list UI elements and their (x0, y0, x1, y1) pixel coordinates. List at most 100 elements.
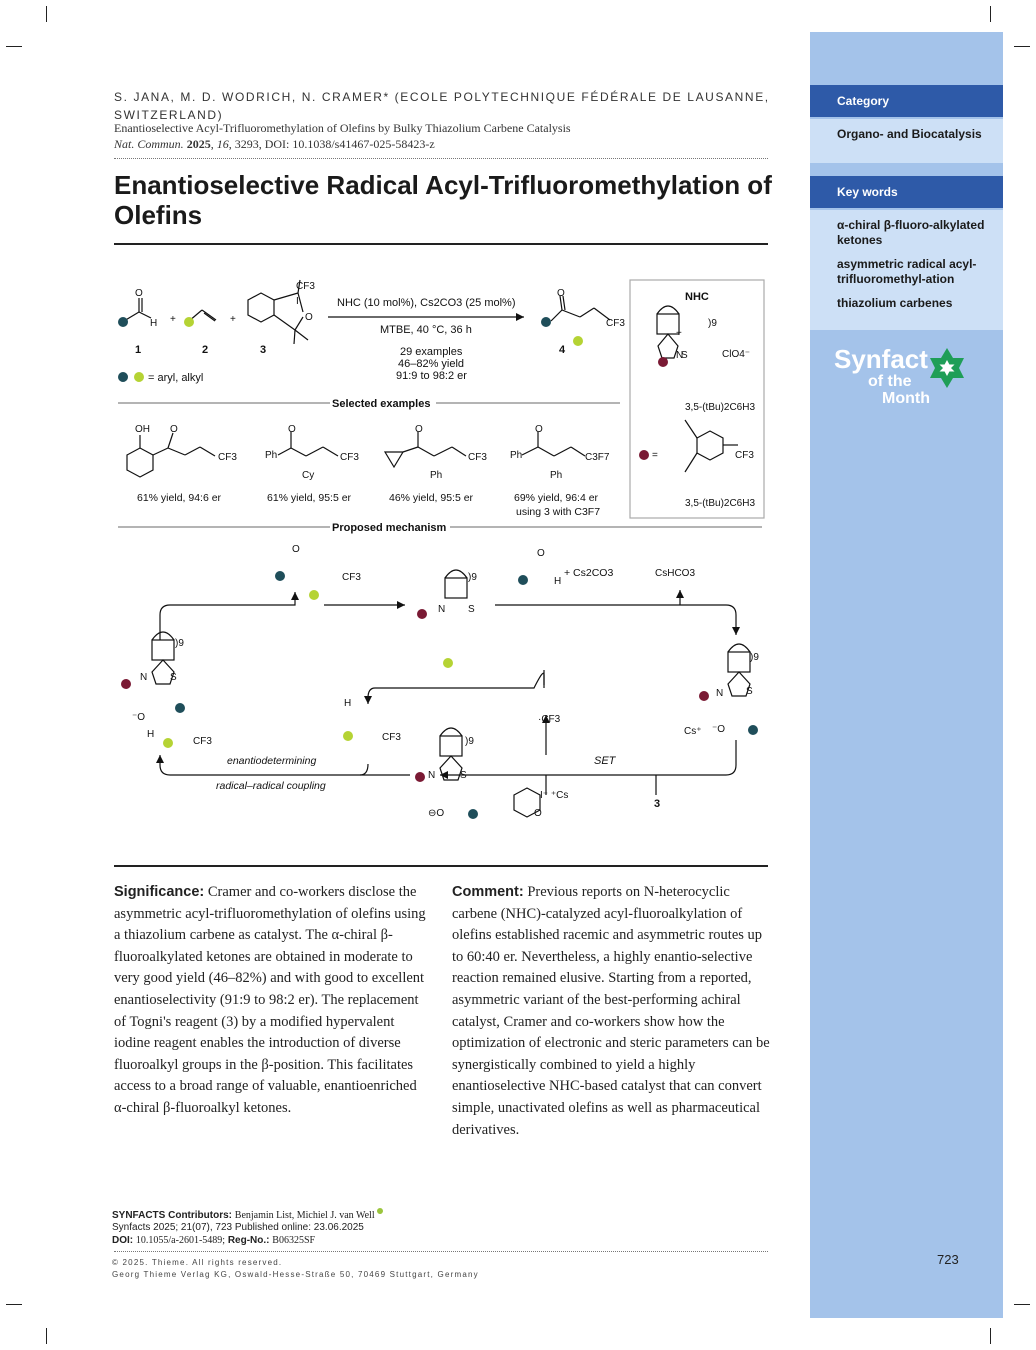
svg-text:CF3: CF3 (296, 281, 315, 292)
svg-text:S: S (170, 672, 177, 683)
svg-text:CF3: CF3 (193, 736, 212, 747)
svg-text:OH: OH (135, 424, 150, 435)
section-label: Selected examples (332, 398, 430, 410)
svg-text:O: O (557, 288, 565, 299)
section-label: Proposed mechanism (332, 522, 447, 534)
compound-label: 1 (135, 344, 141, 356)
doi-value[interactable]: 10.1055/a-2601-5489; (135, 1235, 226, 1246)
significance-paragraph: Significance: Cramer and co-workers disc… (114, 882, 432, 1120)
svg-text:Cy: Cy (302, 470, 314, 481)
svg-text:O: O (534, 808, 542, 819)
svg-text:Cs⁺: Cs⁺ (684, 726, 702, 737)
doi-label: DOI: (112, 1235, 134, 1246)
star-icon (930, 348, 964, 388)
svg-text:N: N (716, 688, 723, 699)
comment-text: Previous reports on N-heterocyclic carbe… (452, 884, 770, 1138)
svg-text:S: S (746, 686, 753, 697)
example-result: 69% yield, 96:4 er (514, 492, 599, 504)
reg-label: Reg-No.: (227, 1235, 270, 1246)
svg-text:CF3: CF3 (340, 452, 359, 463)
compound-label: 3 (260, 344, 266, 356)
svg-text:=: = (652, 450, 658, 461)
keyword: thiazolium carbenes (837, 296, 953, 310)
category-box: Organo- and Biocatalysis (810, 119, 1003, 163)
publisher-address: Georg Thieme Verlag KG, Oswald-Hesse-Str… (112, 1270, 479, 1279)
sidebar: Category Organo- and Biocatalysis Key wo… (810, 32, 1003, 1318)
solvent: MTBE, 40 °C, 36 h (380, 324, 472, 336)
divider (114, 865, 768, 867)
keyword: α-chiral β-fluoro-alkylated ketones (837, 218, 985, 247)
svg-text:O: O (537, 548, 545, 559)
compound-label: 3 (654, 798, 660, 810)
keyword: asymmetric radical acyl-trifluoromethyl-… (837, 257, 977, 286)
svg-text:)9: )9 (468, 572, 477, 583)
orcid-icon[interactable] (377, 1208, 384, 1214)
svg-text:N: N (140, 672, 147, 683)
svg-text:Ph: Ph (510, 450, 522, 461)
svg-text:O: O (535, 424, 543, 435)
teal-dot-group (118, 317, 758, 819)
volume: 16 (216, 137, 229, 151)
legend-text: = aryl, alkyl (148, 372, 203, 384)
keywords-box: α-chiral β-fluoro-alkylated ketones asym… (810, 210, 1003, 330)
svg-text:CsHCO3: CsHCO3 (655, 568, 695, 579)
er-range: 91:9 to 98:2 er (396, 370, 467, 382)
crop-mark (6, 46, 22, 47)
svg-text:+: + (170, 314, 176, 325)
svg-text:)9: )9 (750, 652, 759, 663)
svg-text:I⁻ ⁺Cs: I⁻ ⁺Cs (540, 790, 568, 801)
comment-paragraph: Comment: Previous reports on N-heterocyc… (452, 882, 770, 1141)
example-result: 46% yield, 95:5 er (389, 492, 474, 504)
crop-mark (1014, 1304, 1030, 1305)
svg-text:)9: )9 (708, 318, 717, 329)
authors: S. JANA, M. D. WODRICH, N. CRAMER* (ECOL… (114, 90, 770, 122)
svg-text:CF3: CF3 (218, 452, 237, 463)
svg-text:N: N (428, 770, 435, 781)
contributors: Benjamin List, Michiel J. van Well (234, 1210, 375, 1221)
logo-line2: of the (868, 373, 912, 390)
page-number: 723 (937, 1252, 959, 1267)
svg-text:N: N (438, 604, 445, 615)
svg-text:H: H (554, 576, 561, 587)
svg-text:⁻O: ⁻O (132, 712, 145, 723)
crop-mark (990, 6, 991, 22)
svg-text:CF3: CF3 (735, 450, 754, 461)
keywords-heading: Key words (810, 176, 1003, 208)
svg-text:H: H (150, 318, 157, 329)
conditions: NHC (10 mol%), Cs2CO3 (25 mol%) (337, 297, 515, 309)
yield-range: 46–82% yield (398, 358, 464, 370)
aryl-label: 3,5-(tBu)2C6H3 (685, 402, 755, 413)
aryl-label: 3,5-(tBu)2C6H3 (685, 498, 755, 509)
svg-text:·CF3: ·CF3 (538, 714, 561, 725)
crop-mark (1014, 46, 1030, 47)
svg-text:CF3: CF3 (606, 318, 625, 329)
svg-text:H: H (344, 698, 351, 709)
example-result: 61% yield, 94:6 er (137, 492, 222, 504)
examples-count: 29 examples (400, 346, 463, 358)
svg-text:C3F7: C3F7 (585, 452, 610, 463)
compound-label: 2 (202, 344, 208, 356)
divider (114, 158, 768, 159)
example-result: 61% yield, 95:5 er (267, 492, 352, 504)
contributors-line: SYNFACTS Contributors: Benjamin List, Mi… (112, 1208, 384, 1222)
svg-text:⊖O: ⊖O (428, 808, 444, 819)
synfact-logo: Synfact of the Month (834, 344, 964, 407)
svg-text:+: + (676, 328, 682, 339)
divider (114, 1251, 768, 1252)
significance-label: Significance: (114, 884, 205, 900)
nhc-label: NHC (685, 291, 709, 303)
svg-text:H: H (147, 729, 154, 740)
svg-text:Ph: Ph (265, 450, 277, 461)
mechanism-label: enantiodetermining (227, 755, 316, 767)
mechanism-label: SET (594, 755, 617, 767)
divider (114, 243, 768, 245)
citation-rest: , 3293, DOI: 10.1038/s41467-025-58423-z (228, 137, 435, 151)
svg-text:)9: )9 (175, 638, 184, 649)
crop-mark (6, 1304, 22, 1305)
svg-text:I: I (296, 296, 299, 307)
year: 2025 (186, 137, 211, 151)
category-value: Organo- and Biocatalysis (837, 127, 982, 141)
svg-text:S: S (681, 350, 688, 361)
contributors-label: SYNFACTS Contributors: (112, 1210, 232, 1221)
reference-title: Enantioselective Acyl-Trifluoromethylati… (114, 121, 571, 135)
